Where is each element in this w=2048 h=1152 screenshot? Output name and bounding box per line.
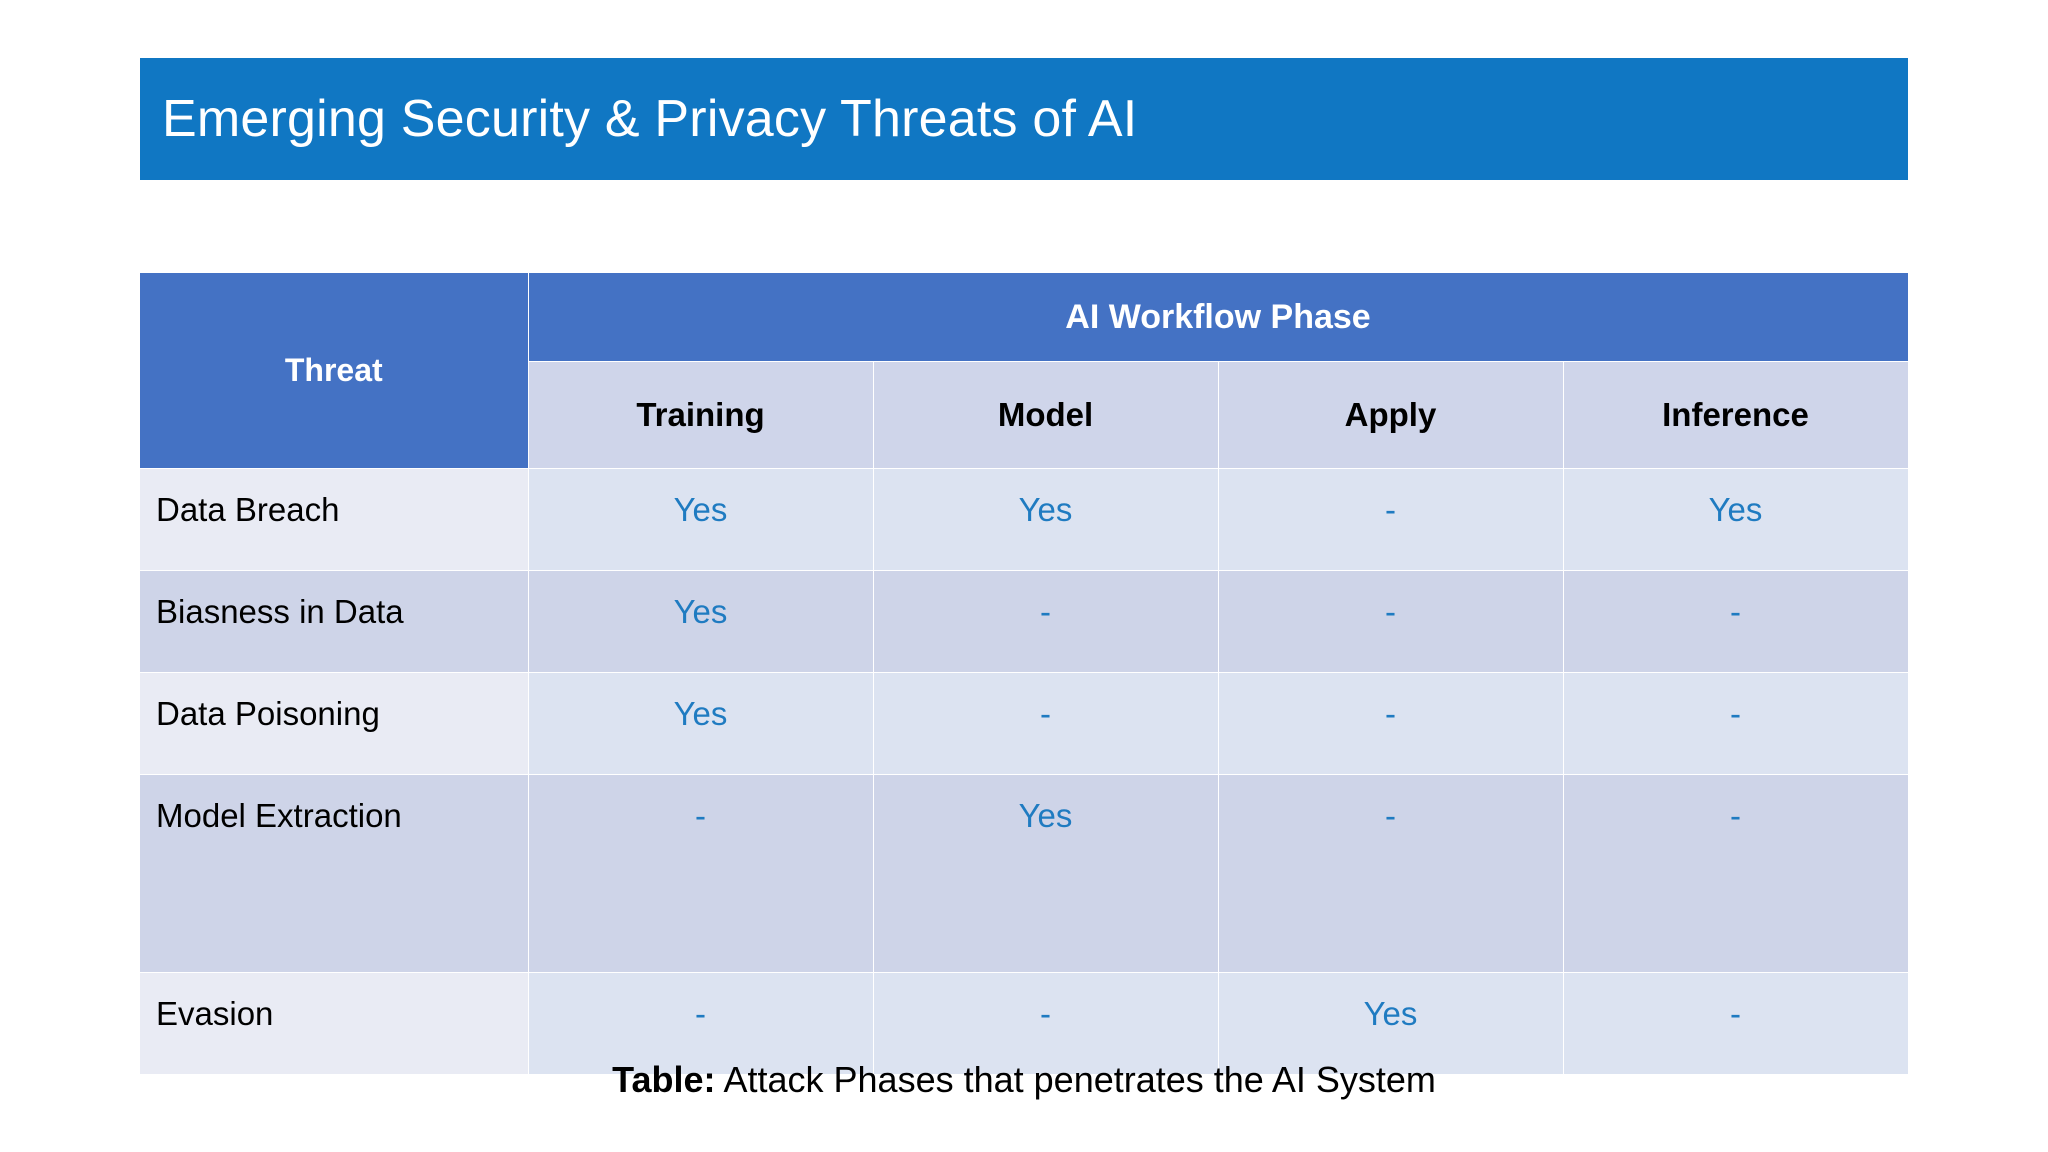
cell-inference: -: [1562, 570, 1909, 673]
column-group-header-ai-workflow-phase: AI Workflow Phase: [527, 272, 1909, 362]
cell-apply: -: [1217, 774, 1564, 973]
cell-model: Yes: [872, 774, 1219, 973]
cell-apply: Yes: [1217, 972, 1564, 1075]
threat-table-container: Threat AI Workflow Phase Training Model …: [140, 272, 1909, 1075]
caption-body: Attack Phases that penetrates the AI Sys…: [715, 1059, 1436, 1100]
threat-name: Biasness in Data: [140, 570, 529, 673]
cell-training: -: [527, 774, 874, 973]
table-header: Threat AI Workflow Phase Training Model …: [140, 272, 1909, 469]
cell-training: Yes: [527, 570, 874, 673]
cell-model: -: [872, 570, 1219, 673]
cell-model: -: [872, 672, 1219, 775]
table-row: Evasion - - Yes -: [140, 972, 1909, 1075]
threat-name: Evasion: [140, 972, 529, 1075]
column-header-inference: Inference: [1562, 361, 1909, 469]
table-caption: Table: Attack Phases that penetrates the…: [0, 1062, 2048, 1098]
table-row: Data Breach Yes Yes - Yes: [140, 468, 1909, 571]
cell-training: -: [527, 972, 874, 1075]
column-header-model: Model: [872, 361, 1219, 469]
threat-name: Data Breach: [140, 468, 529, 571]
cell-training: Yes: [527, 672, 874, 775]
cell-model: -: [872, 972, 1219, 1075]
title-banner: Emerging Security & Privacy Threats of A…: [140, 58, 1908, 180]
table-row: Biasness in Data Yes - - -: [140, 570, 1909, 673]
column-header-apply: Apply: [1217, 361, 1564, 469]
column-header-threat: Threat: [140, 272, 529, 469]
header-row-phases: Training Model Apply Inference: [140, 361, 1909, 469]
threat-name: Model Extraction: [140, 774, 529, 973]
column-header-training: Training: [527, 361, 874, 469]
cell-apply: -: [1217, 570, 1564, 673]
threat-name: Data Poisoning: [140, 672, 529, 775]
page-title: Emerging Security & Privacy Threats of A…: [162, 90, 1138, 148]
cell-apply: -: [1217, 468, 1564, 571]
threat-phase-table: Threat AI Workflow Phase Training Model …: [140, 272, 1909, 1075]
cell-inference: -: [1562, 774, 1909, 973]
cell-training: Yes: [527, 468, 874, 571]
table-row: Model Extraction - Yes - -: [140, 774, 1909, 973]
cell-inference: Yes: [1562, 468, 1909, 571]
caption-label: Table:: [612, 1059, 716, 1100]
header-row-group: Threat AI Workflow Phase: [140, 272, 1909, 469]
cell-inference: -: [1562, 972, 1909, 1075]
cell-inference: -: [1562, 672, 1909, 775]
cell-apply: -: [1217, 672, 1564, 775]
table-body: Data Breach Yes Yes - Yes Biasness in Da…: [140, 468, 1909, 1075]
table-row: Data Poisoning Yes - - -: [140, 672, 1909, 775]
cell-model: Yes: [872, 468, 1219, 571]
